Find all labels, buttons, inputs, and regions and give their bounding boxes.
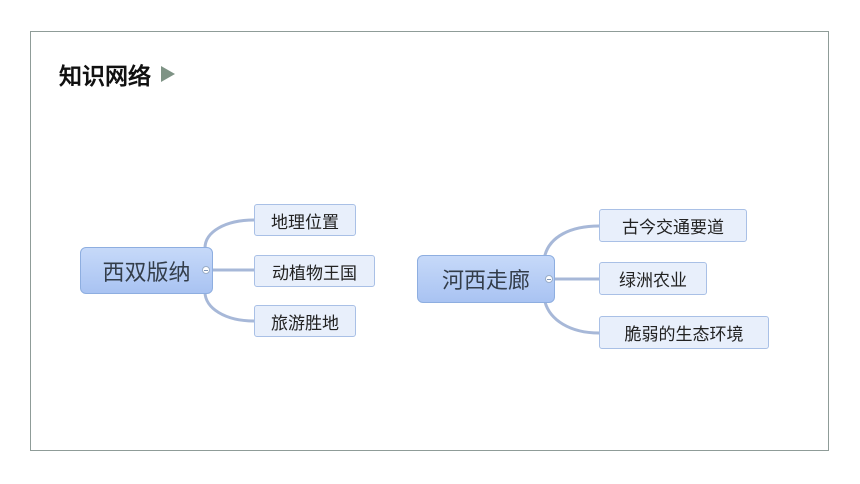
connector-hexi-1 (543, 224, 601, 257)
mindmap-child-node[interactable]: 脆弱的生态环境 (599, 316, 769, 349)
collapse-toggle-icon[interactable] (545, 275, 553, 283)
connector-xishuang-3 (203, 290, 256, 323)
connector-hexi-3 (543, 300, 601, 335)
mindmap-child-node[interactable]: 旅游胜地 (254, 305, 356, 337)
mindmap-root-hexi-corridor[interactable]: 河西走廊 (417, 255, 555, 303)
mindmap-child-node[interactable]: 动植物王国 (254, 255, 375, 287)
collapse-toggle-icon[interactable] (202, 266, 210, 274)
play-triangle-icon (161, 66, 175, 82)
slide-title: 知识网络 (59, 58, 175, 90)
mindmap-root-xishuangbanna[interactable]: 西双版纳 (80, 247, 213, 294)
mindmap-child-node[interactable]: 古今交通要道 (599, 209, 747, 242)
title-text: 知识网络 (59, 64, 151, 90)
mindmap-child-node[interactable]: 地理位置 (254, 204, 356, 236)
mindmap-child-node[interactable]: 绿洲农业 (599, 262, 707, 295)
connector-xishuang-1 (203, 218, 256, 250)
